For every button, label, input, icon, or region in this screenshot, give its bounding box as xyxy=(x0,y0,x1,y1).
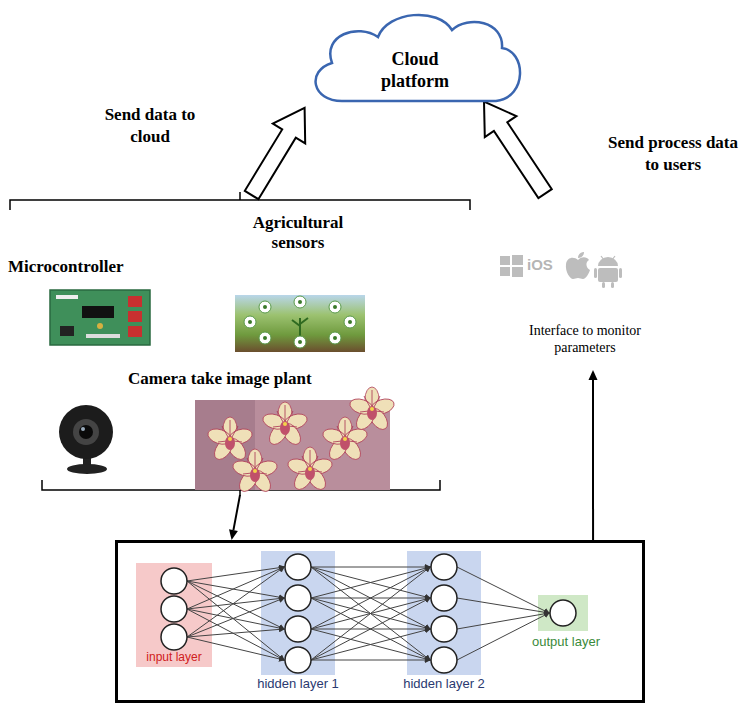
cloud-node: Cloud platform xyxy=(300,5,530,110)
neural-network-box: input layer hidden layer 1 hidden layer 2 o… xyxy=(115,540,645,703)
device-label: Microcontroller xyxy=(8,257,158,277)
cloud-label: Cloud platform xyxy=(372,49,458,92)
os-label: iOS xyxy=(527,256,565,274)
device-label: Agricultural sensors xyxy=(238,213,358,254)
device-label: Camera take image plant xyxy=(128,369,418,389)
microcontroller-board xyxy=(50,290,150,345)
layer-label: hidden layer 1 xyxy=(248,676,348,692)
arrow-line xyxy=(229,495,240,540)
device-group: Microcontroller Agricultural sensorsCamer… xyxy=(8,195,472,495)
orchid-photo xyxy=(195,387,396,495)
interface-node: iOS Interface to monitor parameters xyxy=(490,190,680,370)
layer-label: hidden layer 2 xyxy=(394,676,494,692)
layer-label: input layer xyxy=(132,650,216,664)
webcam xyxy=(59,405,113,474)
block-arrow xyxy=(484,102,552,198)
layer-label: output layer xyxy=(516,634,616,650)
edge-label: Send data to cloud xyxy=(98,104,202,148)
arrow-line xyxy=(589,370,598,540)
neural-network-figure xyxy=(118,543,642,700)
interface-label: Interface to monitor parameters xyxy=(500,323,670,357)
edge-label: Send process data to users xyxy=(600,132,746,176)
sensor-picture xyxy=(235,295,365,352)
block-arrow xyxy=(245,108,305,199)
group-bracket xyxy=(10,192,470,496)
